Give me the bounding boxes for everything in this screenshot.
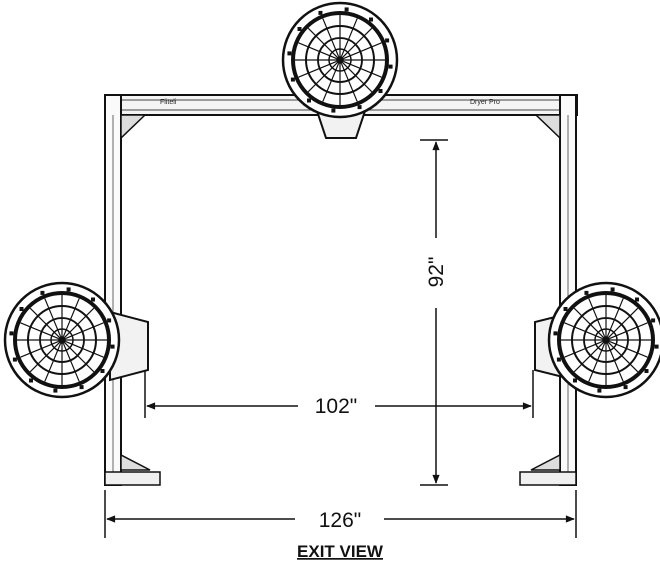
- left-post: [104, 94, 161, 486]
- outer-width-dimension-label: 126": [319, 509, 362, 532]
- outer-width-dimension: 126": [104, 490, 577, 538]
- inner-width-dimension-label: 102": [315, 395, 358, 418]
- left-blower: [3, 281, 149, 399]
- right-blower-fan-icon: [547, 281, 660, 399]
- diagram-title: EXIT VIEW: [297, 542, 384, 561]
- inner-width-dimension: 102": [144, 370, 534, 418]
- right-post: [519, 94, 577, 486]
- right-blower: [534, 281, 660, 399]
- top-blower: [281, 1, 399, 139]
- beam-label-left: Fliteli: [160, 99, 177, 106]
- height-dimension-label: 92": [425, 257, 448, 288]
- left-blower-fan-icon: [3, 281, 121, 399]
- height-dimension: 92": [420, 139, 448, 486]
- top-blower-fan-icon: [281, 1, 399, 119]
- beam-label-right: Dryer Pro: [470, 99, 500, 106]
